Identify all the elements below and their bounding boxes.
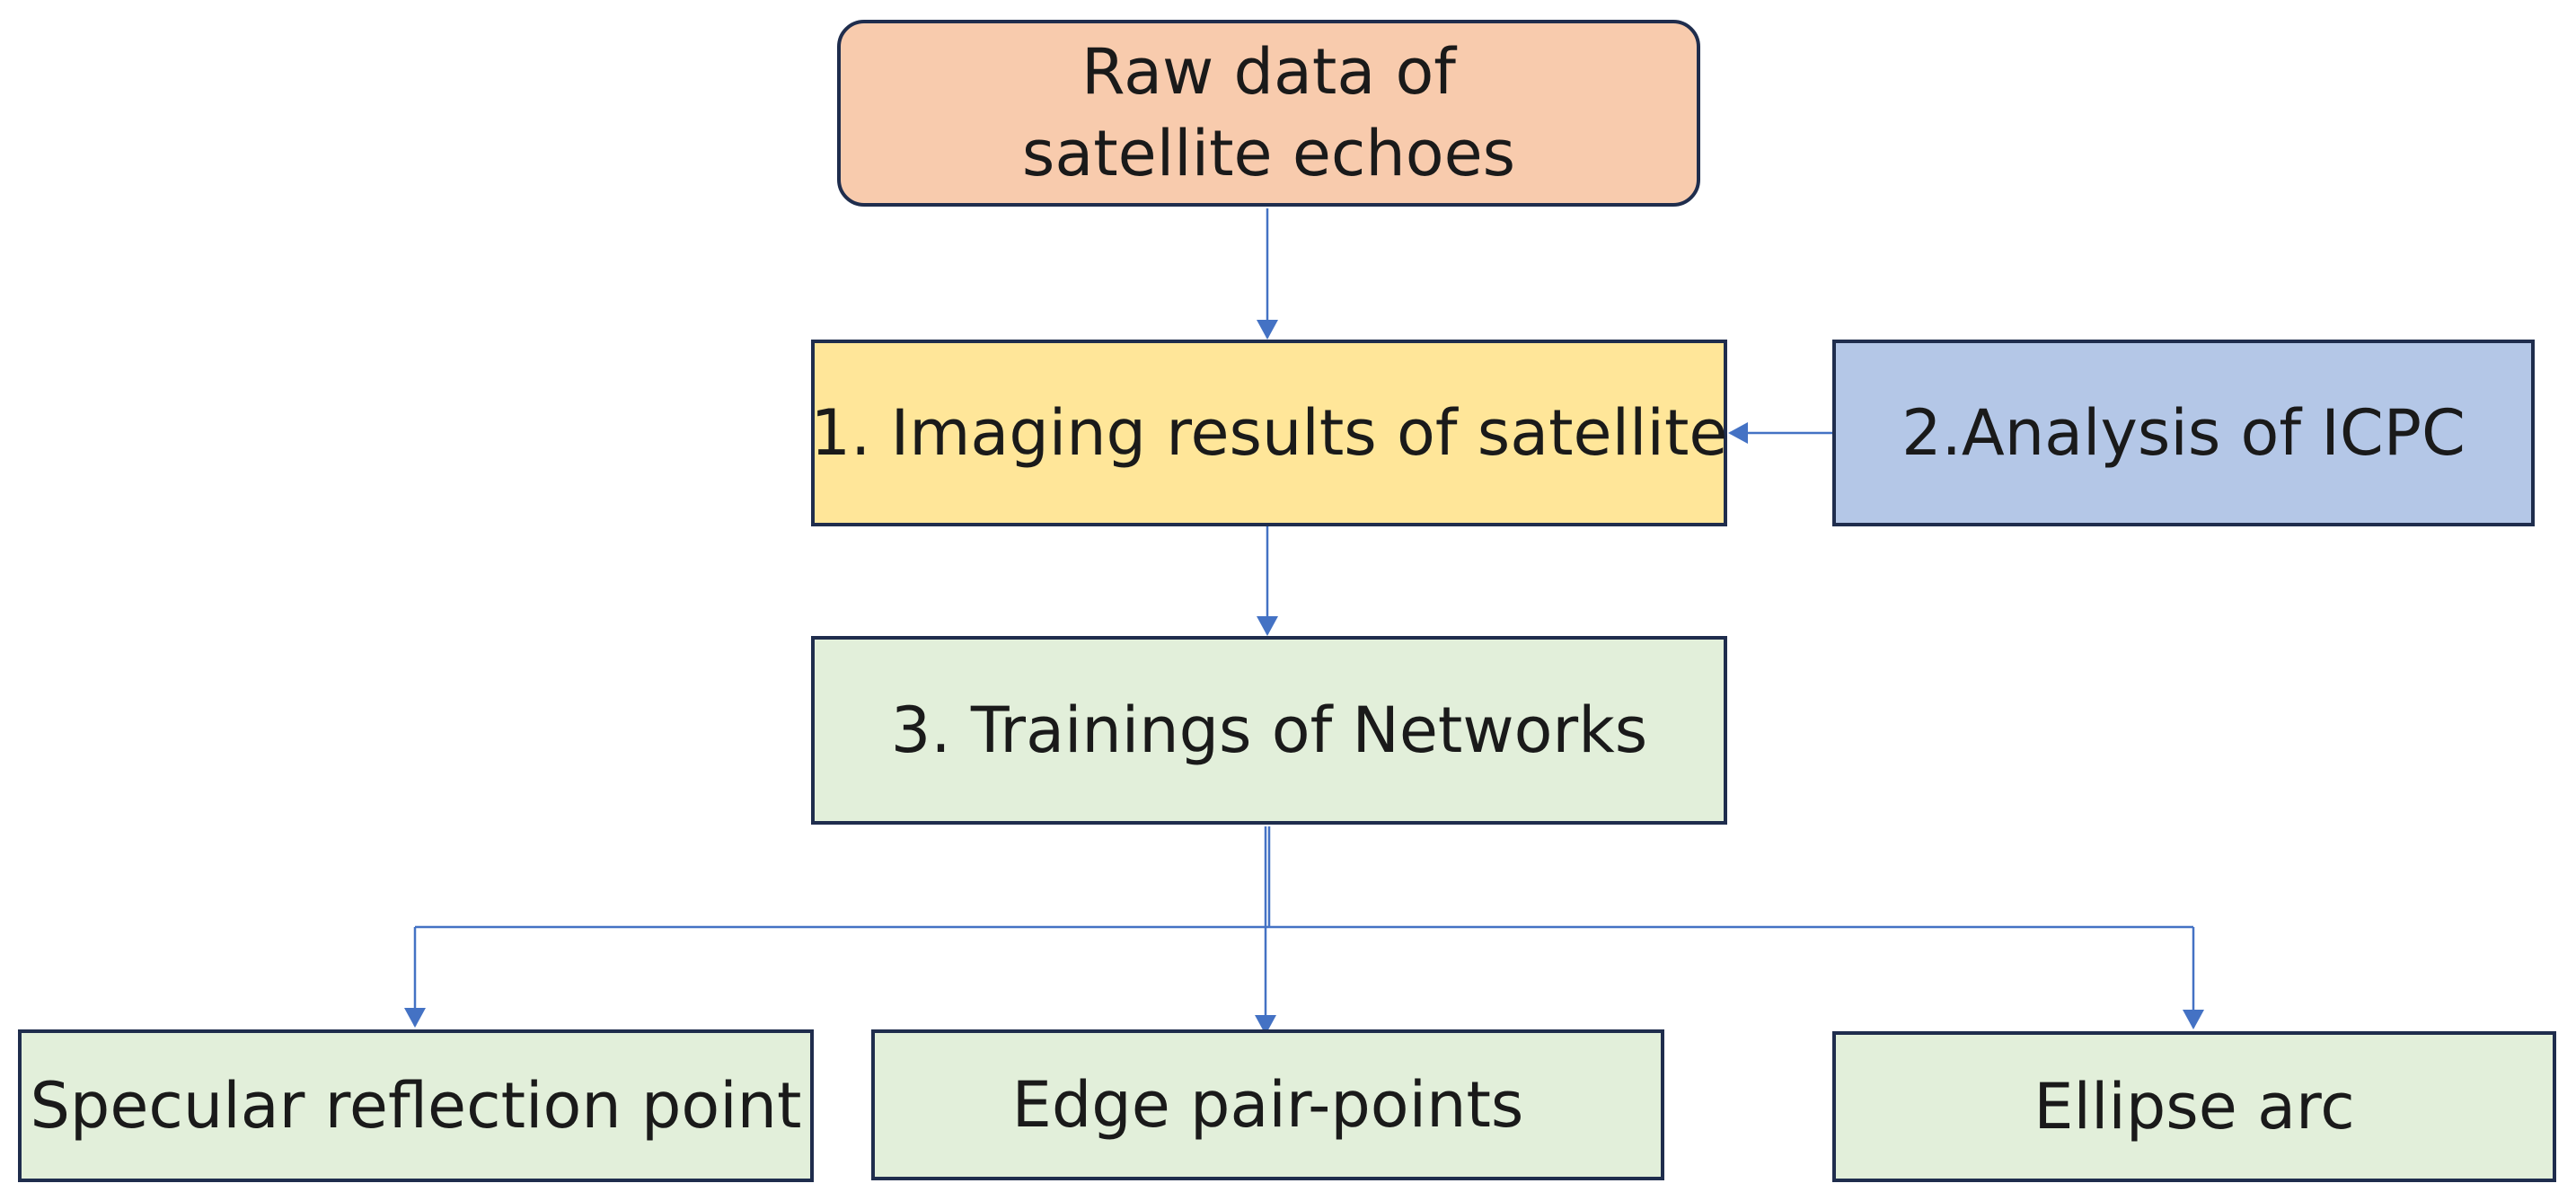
node-imaging-results: 1. Imaging results of satellite	[811, 340, 1727, 526]
node-icpc-analysis: 2.Analysis of ICPC	[1832, 340, 2535, 526]
arrowhead-raw-to-imaging	[1257, 320, 1278, 340]
node-edge-pair-points-label: Edge pair-points	[1011, 1067, 1524, 1142]
node-specular-reflection: Specular reflection point	[18, 1029, 814, 1182]
arrowhead-to-specular	[404, 1008, 426, 1028]
node-raw-data-line1: Raw data of	[1081, 35, 1456, 109]
node-imaging-results-label: 1. Imaging results of satellite	[810, 395, 1728, 470]
node-training-networks: 3. Trainings of Networks	[811, 636, 1727, 825]
arrowhead-imaging-to-training	[1257, 616, 1278, 636]
node-ellipse-arc: Ellipse arc	[1832, 1031, 2556, 1182]
node-edge-pair-points: Edge pair-points	[871, 1029, 1664, 1180]
node-training-networks-label: 3. Trainings of Networks	[890, 693, 1648, 767]
arrowhead-to-edge	[1255, 1015, 1276, 1035]
node-raw-data: Raw data of satellite echoes	[837, 20, 1700, 207]
node-specular-reflection-label: Specular reflection point	[30, 1068, 802, 1143]
arrowhead-to-ellipse	[2183, 1010, 2204, 1029]
arrowhead-icpc-to-imaging	[1728, 422, 1748, 444]
node-raw-data-line2: satellite echoes	[1021, 117, 1516, 190]
node-ellipse-arc-label: Ellipse arc	[2033, 1069, 2355, 1144]
node-icpc-analysis-label: 2.Analysis of ICPC	[1901, 395, 2466, 470]
